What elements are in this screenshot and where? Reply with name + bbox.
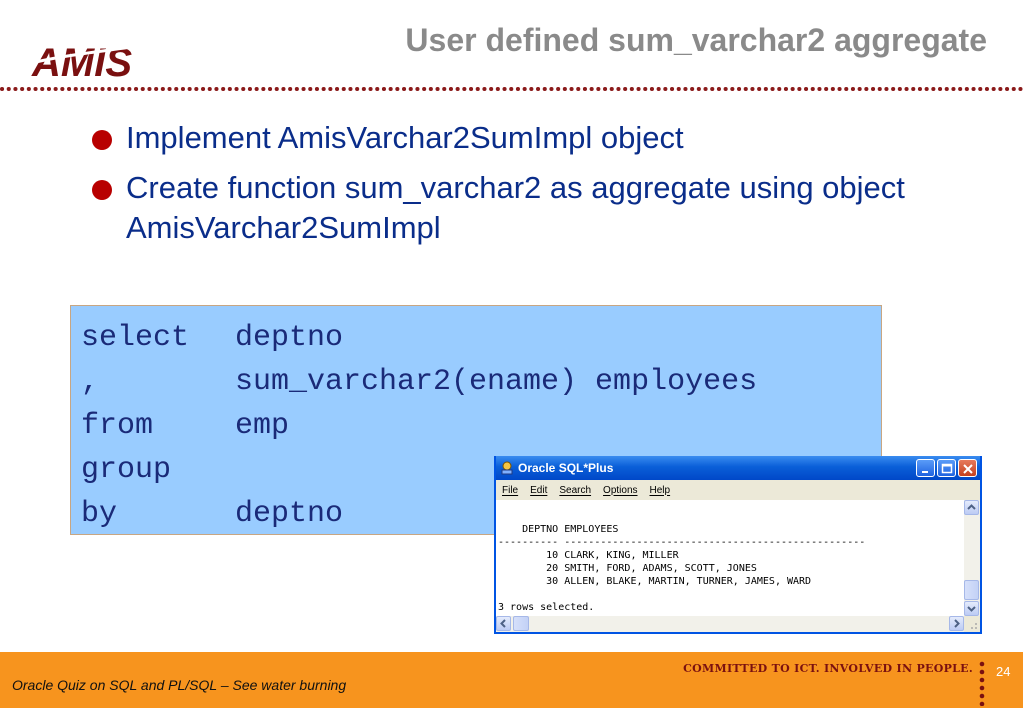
code-rest: sum_varchar2(ename) employees (235, 365, 758, 399)
maximize-button[interactable] (937, 459, 956, 477)
sql-code-block: select deptno , sum_varchar2(ename) employ… (70, 305, 882, 535)
bullet-text: Create function sum_varchar2 as aggregat… (126, 170, 905, 245)
vertical-scrollbar[interactable] (964, 500, 980, 616)
footer-dots-icon (979, 661, 985, 706)
sqlplus-window[interactable]: Oracle SQL*Plus File Edit Search Options… (494, 456, 982, 634)
chevron-up-icon (967, 504, 976, 510)
bullet-text: Implement AmisVarchar2SumImpl object (126, 120, 684, 155)
code-line: , sum_varchar2(ename) employees (81, 360, 881, 404)
footer-tagline: COMMITTED TO ICT. INVOLVED IN PEOPLE. (683, 662, 973, 675)
menu-bar: File Edit Search Options Help (496, 480, 980, 500)
horizontal-scroll-thumb[interactable] (513, 616, 529, 631)
code-rest: emp (235, 409, 290, 443)
menu-options[interactable]: Options (603, 484, 638, 496)
minimize-button[interactable] (916, 459, 935, 477)
code-line: from emp (81, 404, 881, 448)
bullet-dot-icon (92, 180, 112, 200)
vertical-scroll-thumb[interactable] (964, 580, 979, 600)
scroll-down-button[interactable] (964, 601, 979, 616)
menu-edit[interactable]: Edit (530, 484, 548, 496)
horizontal-scrollbar[interactable] (496, 616, 964, 632)
code-line: group (81, 448, 881, 492)
window-titlebar[interactable]: Oracle SQL*Plus (496, 456, 980, 480)
code-keyword: from (81, 409, 154, 443)
logo-text: AMIS (31, 41, 132, 84)
sqlplus-output[interactable]: DEPTNO EMPLOYEES ---------- ------------… (496, 500, 964, 616)
code-keyword: select (81, 321, 190, 355)
code-line: select deptno (81, 316, 881, 360)
chevron-left-icon (500, 619, 506, 628)
amis-logo: AMIS (31, 41, 153, 84)
code-rest: deptno (235, 321, 344, 355)
menu-search[interactable]: Search (559, 484, 592, 496)
scroll-up-button[interactable] (964, 500, 979, 515)
scroll-left-button[interactable] (496, 616, 511, 631)
window-title: Oracle SQL*Plus (518, 461, 614, 475)
bullet-dot-icon (92, 130, 112, 150)
code-keyword: by (81, 497, 118, 531)
close-button[interactable] (958, 459, 977, 477)
code-rest: deptno (235, 497, 344, 531)
bullet-item: Create function sum_varchar2 as aggregat… (90, 168, 910, 248)
resize-grip-icon[interactable] (964, 616, 980, 632)
title-divider (0, 87, 1023, 91)
window-controls (916, 459, 977, 477)
chevron-right-icon (954, 619, 960, 628)
sqlplus-app-icon (501, 461, 513, 475)
chevron-down-icon (967, 606, 976, 612)
minimize-icon (922, 471, 928, 473)
maximize-icon (941, 463, 953, 474)
bullet-item: Implement AmisVarchar2SumImpl object (90, 118, 910, 158)
code-line: by deptno (81, 492, 881, 536)
bullet-list: Implement AmisVarchar2SumImpl object Cre… (90, 118, 910, 258)
slide-title: User defined sum_varchar2 aggregate (405, 22, 987, 58)
close-icon (963, 464, 973, 474)
menu-help[interactable]: Help (649, 484, 671, 496)
code-keyword: , (81, 365, 100, 399)
footer-caption: Oracle Quiz on SQL and PL/SQL – See wate… (12, 677, 347, 693)
code-keyword: group (81, 453, 172, 487)
menu-file[interactable]: File (502, 484, 519, 496)
footer-bar: Oracle Quiz on SQL and PL/SQL – See wate… (0, 652, 1023, 708)
page-number: 24 (996, 664, 1011, 679)
scroll-right-button[interactable] (949, 616, 964, 631)
